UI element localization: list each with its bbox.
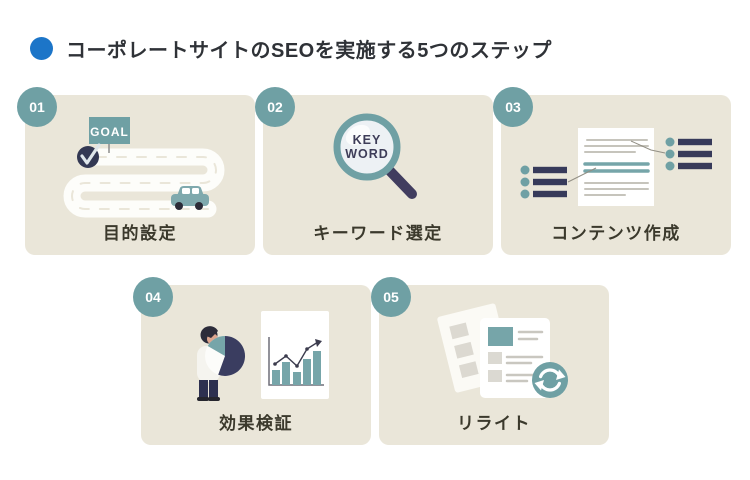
- bullet-list-left-icon: [520, 165, 567, 199]
- step-label: 目的設定: [103, 224, 177, 243]
- goal-flag-icon: GOAL: [89, 117, 130, 153]
- step-number: 03: [505, 99, 521, 115]
- content-document-illustration: [501, 95, 731, 255]
- document-icon: [578, 128, 654, 206]
- goal-sign-text: GOAL: [90, 125, 129, 139]
- step-number: 01: [29, 99, 45, 115]
- step-card-01: 01 GOAL: [17, 87, 255, 255]
- refresh-icon: [532, 362, 568, 398]
- page-title: コーポレートサイトのSEOを実施する5つのステップ: [66, 40, 552, 62]
- step-label: 効果検証: [219, 414, 293, 433]
- step-label: キーワード選定: [313, 224, 443, 243]
- step-card-04: 04: [133, 277, 371, 445]
- start-check-icon: [77, 143, 101, 168]
- step-card-02: 02 KEY WORD キーワード選定: [255, 87, 493, 255]
- step-label: リライト: [457, 414, 531, 433]
- winding-road-icon: [63, 148, 225, 218]
- step-card-05: 05: [371, 277, 609, 445]
- step-number-badge: 05: [371, 277, 411, 317]
- page-title-row: コーポレートサイトのSEOを実施する5つのステップ: [30, 34, 552, 63]
- step-number-badge: 01: [17, 87, 57, 127]
- step-number-badge: 04: [133, 277, 173, 317]
- step-number-badge: 03: [493, 87, 533, 127]
- lens-text-line1: KEY: [353, 133, 382, 147]
- keyword-magnifier-illustration: KEY WORD: [263, 95, 493, 255]
- step-number: 04: [145, 289, 161, 305]
- pie-chart-icon: [205, 336, 246, 376]
- magnifier-icon: KEY WORD: [333, 113, 417, 199]
- step-card-03: 03: [493, 87, 731, 255]
- step-number-badge: 02: [255, 87, 295, 127]
- bullet-list-right-icon: [665, 137, 712, 171]
- goal-roadmap-illustration: GOAL: [25, 95, 255, 255]
- bar-chart-icon: [261, 311, 329, 399]
- step-number: 05: [383, 289, 399, 305]
- step-label: コンテンツ作成: [551, 224, 681, 243]
- connector-lines: [567, 140, 666, 183]
- analytics-illustration: [141, 285, 371, 445]
- rewrite-illustration: [379, 285, 609, 445]
- blue-dot-icon: [30, 37, 53, 60]
- lens-text-line2: WORD: [345, 147, 389, 161]
- car-icon: [171, 186, 209, 210]
- step-number: 02: [267, 99, 283, 115]
